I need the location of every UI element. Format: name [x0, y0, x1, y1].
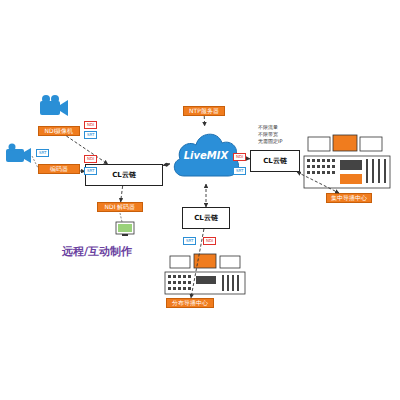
control-console	[304, 135, 390, 188]
protocol-tag: NDI	[233, 153, 246, 161]
node-text: LiveMIX	[184, 150, 228, 161]
node-text: NDI摄像机	[45, 128, 74, 134]
node-text: CL云链	[194, 213, 218, 223]
feature-note: 无需固定IP	[258, 138, 283, 144]
flow-arrow	[121, 186, 123, 202]
monitor-icon	[116, 213, 134, 236]
section-title: 远程/互动制作	[62, 244, 132, 259]
camera-icon	[40, 95, 68, 116]
protocol-tag: SRT	[183, 237, 196, 245]
protocol-tag: NDI	[84, 155, 97, 163]
protocol-tag: SRT	[84, 131, 97, 139]
protocol-tag: SRT	[84, 167, 97, 175]
protocol-tag: SRT	[233, 167, 246, 175]
device-label: 编码器	[38, 164, 80, 174]
protocol-tag: NDI	[203, 237, 216, 245]
cloud-link-box: CL云链	[182, 207, 230, 229]
control-console	[165, 254, 245, 294]
flow-arrow	[204, 116, 205, 126]
node-text: NTP服务器	[189, 108, 219, 114]
node-text: 分布导播中心	[172, 300, 208, 306]
center-label: 分布导播中心	[166, 298, 214, 308]
device-label: NTP服务器	[183, 106, 225, 116]
node-text: CL云链	[112, 170, 136, 180]
node-text: 集中导播中心	[331, 195, 367, 201]
flow-arrow	[297, 172, 339, 193]
device-label: NDI 解码器	[97, 202, 143, 212]
node-text: NDI 解码器	[105, 204, 136, 210]
node-text: CL云链	[263, 156, 287, 166]
flow-arrow	[66, 136, 107, 164]
feature-note: 不限带宽	[258, 131, 278, 137]
cloud-link-box: CL云链	[250, 150, 300, 172]
protocol-tag: NDI	[84, 121, 97, 129]
flow-arrow	[163, 164, 170, 166]
node-text: 编码器	[50, 166, 68, 172]
cloud-shape: LiveMIX	[170, 126, 242, 184]
center-label: 集中导播中心	[326, 193, 372, 203]
protocol-tag: SRT	[36, 149, 49, 157]
feature-note: 不限流量	[258, 124, 278, 130]
flow-arrow	[206, 184, 207, 207]
device-label: NDI摄像机	[38, 126, 80, 136]
camera-icon	[6, 144, 31, 164]
